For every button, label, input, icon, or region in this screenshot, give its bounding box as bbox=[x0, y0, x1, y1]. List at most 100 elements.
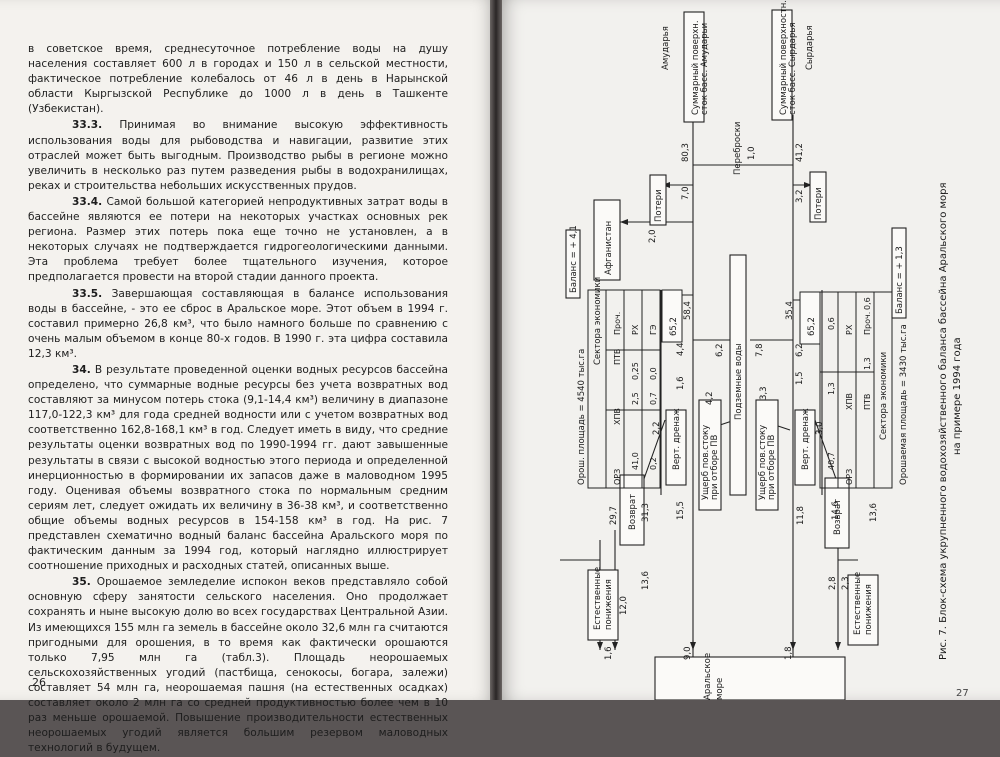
flow-value-4-4: 4,4 bbox=[676, 342, 686, 356]
figure-caption-line-2: на примере 1994 года bbox=[952, 337, 963, 455]
figure-caption-line-1: Рис. 7. Блок-схема укрупненного водохозя… bbox=[938, 182, 949, 660]
paragraph-number: 35. bbox=[72, 576, 91, 589]
damage-a-label-1: Ущерб пов.стоку bbox=[701, 425, 711, 500]
flow-value-12-0: 12,0 bbox=[619, 596, 629, 615]
paragraph-number: 33.3. bbox=[72, 119, 103, 132]
sector-a-cell-4: РХ bbox=[631, 324, 640, 335]
flow-value-1-5: 1,5 bbox=[795, 371, 805, 385]
transfers-label: Переброски bbox=[733, 122, 743, 175]
losses-s-label: Потери bbox=[814, 187, 824, 220]
paragraph-text: В результате проведенной оценки водных р… bbox=[28, 363, 448, 573]
area-a-label: Орош. площадь = 4540 тыс.га bbox=[577, 349, 587, 485]
flow-value-2-2: 2,2 bbox=[652, 421, 662, 435]
flow-value-4-2: 4,2 bbox=[705, 391, 715, 405]
water-balance-diagram: Суммарный поверхн. сток басс. Амударьи С… bbox=[560, 0, 963, 700]
flow-value-29-7: 29,7 bbox=[609, 506, 619, 525]
sector-a-cell-2: ПТВ bbox=[613, 349, 622, 365]
amu-surface-label-2: сток басс. Амударьи bbox=[700, 23, 710, 115]
page-number-left: 26 bbox=[32, 676, 46, 689]
paragraph-text: Орошаемое земледелие испокон веков предс… bbox=[28, 576, 448, 755]
sector-s-value-4: 0,6 bbox=[863, 297, 872, 310]
flow-value-58-4: 58,4 bbox=[683, 301, 693, 320]
syrdarya-label: Сырдарья bbox=[805, 25, 815, 70]
sector-s-cell-4: Проч. bbox=[863, 312, 872, 335]
flow-value-1-6: 1,6 bbox=[676, 376, 686, 390]
afghanistan-label: Афганистан bbox=[604, 221, 614, 275]
sector-a-value-4: 0,25 bbox=[631, 362, 640, 380]
sectors-a-label: Сектора экономики bbox=[593, 277, 603, 365]
sector-a-value-1: 2,5 bbox=[631, 392, 640, 405]
area-s-label: Орошаемая площадь = 3430 тыс.га bbox=[899, 324, 909, 485]
ground-water-label: Подземные воды bbox=[734, 343, 744, 420]
flow-value-80-3: 80,3 bbox=[681, 143, 691, 162]
flow-value-6-2a: 6,2 bbox=[715, 343, 725, 357]
return-a-label: Возврат bbox=[628, 494, 638, 530]
vert-drain-s-label: Верт. дренаж bbox=[801, 408, 811, 470]
flow-value-9-0: 9,0 bbox=[683, 646, 693, 660]
sector-s-value-1: 1,3 bbox=[827, 382, 836, 395]
flow-value-35-4: 35,4 bbox=[785, 301, 795, 320]
syr-surface-box bbox=[771, 9, 793, 121]
flow-value-7-0: 7,0 bbox=[681, 186, 691, 200]
damage-s-label-1: Ущерб пов.стоку bbox=[758, 425, 768, 500]
damage-s-label-2: при отборе ПВ bbox=[767, 435, 777, 500]
natural-a-label-1: Естественные bbox=[593, 567, 603, 630]
afghanistan-box bbox=[593, 199, 621, 281]
paragraph-text: Принимая во внимание высокую эффективнос… bbox=[28, 119, 448, 192]
aral-sea-box bbox=[654, 656, 846, 700]
vert-drain-a-box bbox=[665, 409, 687, 486]
paragraph-number: 33.4. bbox=[72, 195, 103, 208]
flow-value-1-8: 1,8 bbox=[784, 646, 794, 660]
paragraph: 33.3. Принимая во внимание высокую эффек… bbox=[28, 118, 448, 193]
sector-a-value-3: 0,2 bbox=[649, 457, 658, 470]
damage-s-box bbox=[755, 399, 779, 511]
flow-value-6-2s: 6,2 bbox=[795, 343, 805, 357]
syr-surface-label-2: сток басс. Сырдарья bbox=[788, 22, 798, 115]
balance-s-box bbox=[891, 227, 907, 319]
paragraph: 33.5. Завершающая составляющая в балансе… bbox=[28, 287, 448, 362]
flow-value-31-3: 31,3 bbox=[641, 503, 651, 522]
sector-a-value-5: 0,0 bbox=[649, 367, 658, 380]
return-s-label: Возврат bbox=[833, 499, 843, 535]
losses-a-label: Потери bbox=[654, 189, 664, 222]
flow-value-65-2a: 65,2 bbox=[669, 317, 679, 336]
flow-value-2-8: 2,8 bbox=[828, 576, 838, 590]
flow-value-13-6n: 13,6 bbox=[641, 571, 651, 590]
aral-label-1: Аральское bbox=[703, 653, 713, 700]
paragraph-text: Самой большой категорией непродуктивных … bbox=[28, 195, 448, 284]
flow-value-1-6b: 1,6 bbox=[604, 646, 614, 660]
balance-s-label: Баланс = + 1,3 bbox=[895, 246, 905, 314]
flow-value-1-0: 1,0 bbox=[747, 146, 757, 160]
amu-surface-label-1: Суммарный поверхн. bbox=[691, 20, 701, 115]
flow-value-13-6s: 13,6 bbox=[869, 503, 879, 522]
flow-value-14-6: 14,6 bbox=[831, 501, 841, 520]
sector-s-value-2: 1,3 bbox=[863, 357, 872, 370]
damage-a-box bbox=[698, 399, 722, 511]
flow-value-41-2: 41,2 bbox=[795, 143, 805, 162]
sector-s-value-3: 0,6 bbox=[827, 317, 836, 330]
amudarya-label: Амударья bbox=[661, 26, 671, 70]
sector-a-cell-0: ОРЗ bbox=[613, 469, 622, 485]
sector-a-cell-1: ХПВ bbox=[613, 408, 622, 425]
paragraph-number: 33.5. bbox=[72, 287, 103, 300]
flow-value-3-3: 3,3 bbox=[759, 386, 769, 400]
balance-a-box bbox=[565, 229, 581, 299]
paragraph-text: в советское время, среднесуточное потреб… bbox=[28, 43, 448, 116]
book-gutter bbox=[490, 0, 502, 700]
natural-s-box bbox=[847, 574, 879, 646]
paragraph: 34. В результате проведенной оценки водн… bbox=[28, 363, 448, 574]
paragraph: 33.4. Самой большой категорией непродукт… bbox=[28, 195, 448, 286]
amu-surface-box bbox=[683, 11, 705, 123]
flow-value-3-2: 3,2 bbox=[795, 189, 805, 203]
sector-s-cell-3: РХ bbox=[845, 324, 854, 335]
paragraph-text: Завершающая составляющая в балансе испол… bbox=[28, 287, 449, 360]
aral-label-2: море bbox=[715, 678, 725, 700]
paragraph-number: 34. bbox=[72, 363, 91, 376]
page-number-right: 27 bbox=[956, 688, 969, 699]
vert-drain-a-label: Верт. дренаж bbox=[672, 408, 682, 470]
natural-a-box bbox=[587, 569, 619, 641]
left-page: в советское время, среднесуточное потреб… bbox=[0, 0, 496, 754]
sector-s-value-0: 40,7 bbox=[827, 452, 836, 470]
sector-s-cell-2: ПТВ bbox=[863, 394, 872, 410]
